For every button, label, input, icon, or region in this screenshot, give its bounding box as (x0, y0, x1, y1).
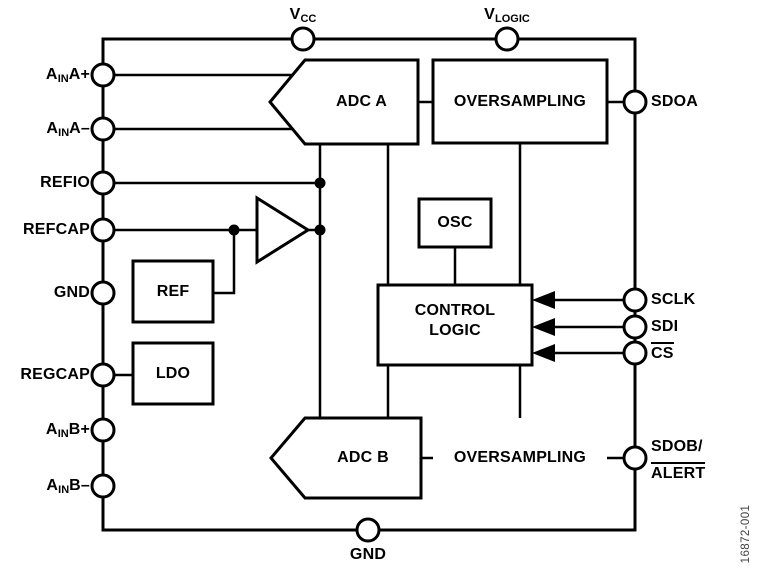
control-logic-label-line2: LOGIC (429, 322, 481, 339)
reference-buffer-amp (255, 195, 311, 265)
pin-label-sdob: SDOB/ (651, 438, 703, 455)
pin-refio (90, 170, 116, 196)
pin-label-sdoa: SDOA (651, 93, 699, 110)
pin-label-ainb-plus: AINB+ (45, 421, 90, 440)
pin-label-cs: CS (651, 342, 760, 364)
adc-a-label: ADC A (335, 93, 388, 110)
pin-label-gnd-bottom: GND (349, 546, 387, 563)
pin-vcc (290, 26, 316, 52)
osc-block (417, 197, 493, 249)
pin-refcap (90, 217, 116, 243)
pin-label-sdi: SDI (651, 318, 679, 335)
oversampling-a-block (431, 58, 609, 145)
pin-label-regcap: REGCAP (20, 366, 90, 383)
osc-label: OSC (437, 214, 473, 231)
junction-dots (228, 177, 326, 236)
pin-label-vlogic: VLOGIC (484, 6, 530, 25)
pin-circles (90, 26, 648, 543)
pin-vlogic (494, 26, 520, 52)
junction-refio (314, 177, 326, 189)
pin-sdoa (622, 89, 648, 115)
pin-label-aina-minus: AINA– (46, 120, 90, 139)
junction-refcap (228, 224, 240, 236)
wire-ref-to-refcap (213, 230, 236, 295)
junction-buffer-out (314, 224, 326, 236)
ref-label: REF (156, 283, 190, 300)
arrowheads (532, 291, 555, 362)
sdi-arrowhead-icon (532, 318, 555, 336)
adc-b-block (269, 416, 423, 500)
adc-a-block (268, 58, 420, 146)
figure-number: 16872-001 (740, 504, 752, 564)
pin-sdi (622, 314, 648, 340)
pin-regcap (90, 362, 116, 388)
control-logic-label-line1: CONTROL (414, 302, 496, 319)
pin-label-gnd-left: GND (53, 284, 90, 301)
ref-block (131, 259, 215, 324)
pin-gnd-left (90, 280, 116, 306)
pin-ainb-plus (90, 417, 116, 443)
pin-label-refio: REFIO (40, 174, 90, 191)
pin-label-refcap: REFCAP (23, 221, 90, 238)
pin-label-sclk: SCLK (651, 291, 696, 308)
pin-label-vcc: VCC (289, 6, 317, 25)
pin-aina-minus (90, 116, 116, 142)
pin-label-aina-plus: AINA+ (45, 66, 90, 85)
pin-label-alert: ALERT (651, 462, 760, 484)
pin-sdob-alert (622, 445, 648, 471)
oversampling-a-label: OVERSAMPLING (453, 93, 587, 110)
oversampling-b-label: OVERSAMPLING (453, 449, 587, 466)
blocks (131, 58, 609, 500)
control-logic-block (376, 283, 534, 367)
pin-gnd-bottom (355, 517, 381, 543)
ldo-block (131, 341, 215, 406)
pin-ainb-minus (90, 473, 116, 499)
sclk-arrowhead-icon (532, 291, 555, 309)
pin-cs (622, 340, 648, 366)
pin-aina-plus (90, 62, 116, 88)
cs-arrowhead-icon (532, 344, 555, 362)
adc-b-label: ADC B (337, 449, 389, 466)
ldo-label: LDO (155, 365, 191, 382)
pin-label-ainb-minus: AINB– (46, 477, 90, 496)
pin-sclk (622, 287, 648, 313)
